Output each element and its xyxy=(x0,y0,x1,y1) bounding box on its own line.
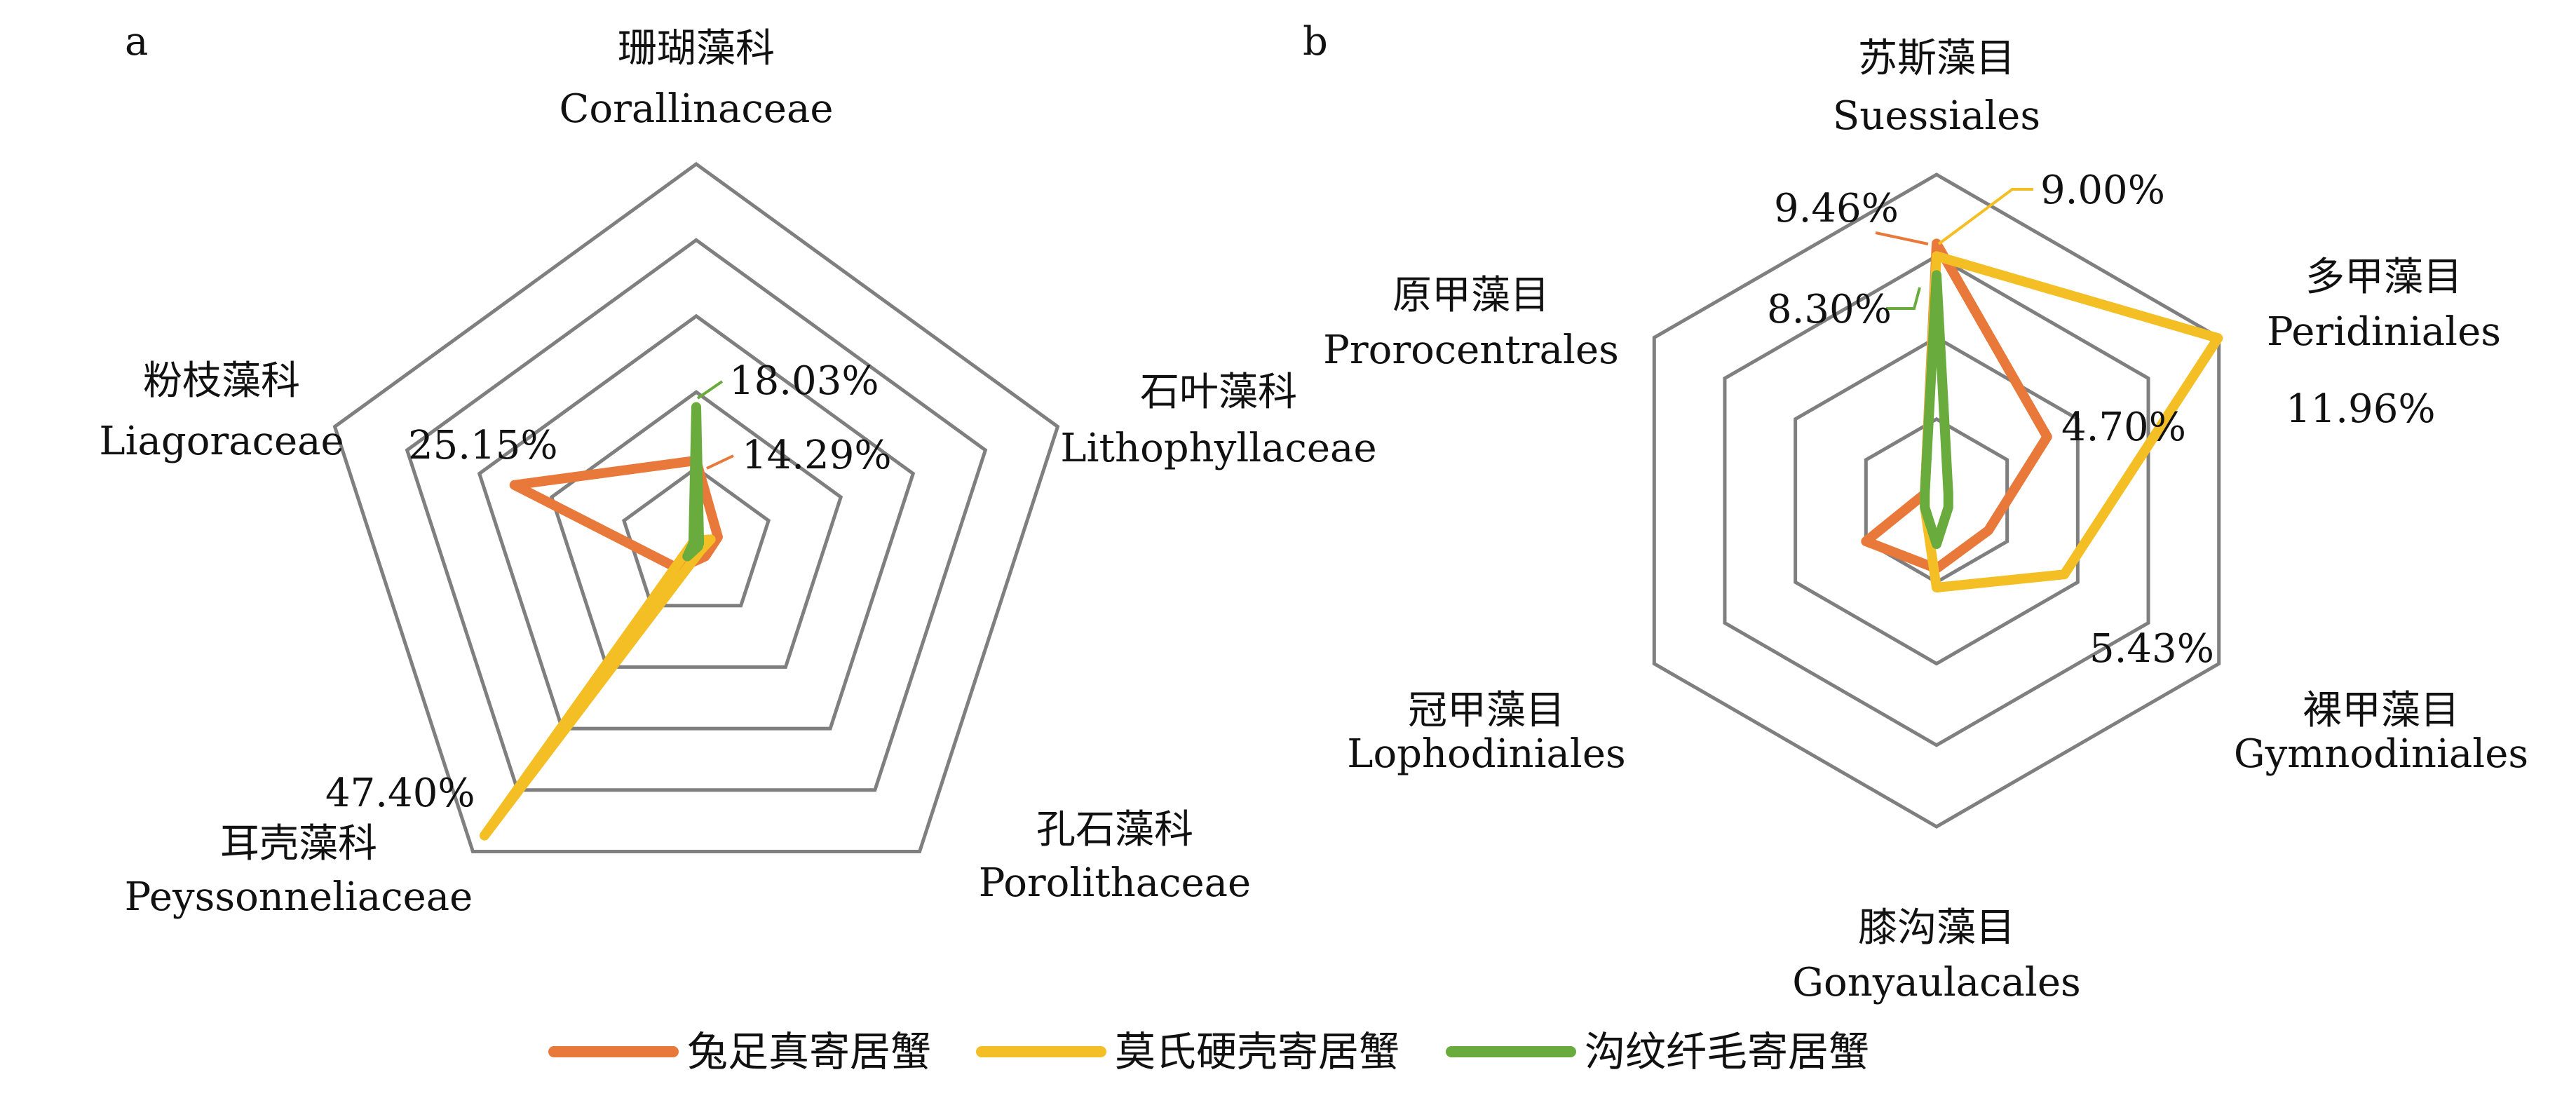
data-label-leader-a-2 xyxy=(706,454,734,470)
series-line-b-3 xyxy=(1920,270,1953,549)
grid-ring-b-2 xyxy=(1794,335,2080,666)
axis-label-en-b-1: Suessiales xyxy=(1833,93,2040,139)
axis-label-zh-b-6: 原甲藻目 xyxy=(1392,273,1550,318)
axis-label-zh-a-2: 石叶藻科 xyxy=(1140,370,1297,415)
legend-label-1: 兔足真寄居蟹 xyxy=(687,1028,931,1076)
data-label-b-1: 9.46% xyxy=(1774,186,1899,231)
axis-label-en-b-2: Peridiniales xyxy=(2267,309,2501,355)
data-label-leader-b-3 xyxy=(1886,287,1921,310)
axis-label-zh-b-5: 冠甲藻目 xyxy=(1408,688,1565,733)
axis-label-zh-a-5: 粉枝藻科 xyxy=(143,358,300,404)
axis-label-en-b-6: Prorocentrales xyxy=(1323,327,1619,373)
axis-label-zh-b-4: 膝沟藻目 xyxy=(1858,905,2015,951)
series-line-b-1 xyxy=(1861,238,2052,574)
data-label-leader-b-1 xyxy=(1875,231,1929,245)
axis-label-en-a-3: Porolithaceae xyxy=(979,860,1251,906)
axis-label-zh-b-1: 苏斯藻目 xyxy=(1858,36,2015,81)
data-label-b-3: 8.30% xyxy=(1767,287,1892,332)
axis-label-zh-a-3: 孔石藻科 xyxy=(1036,807,1193,853)
legend-label-2: 莫氏硬壳寄居蟹 xyxy=(1115,1028,1399,1076)
grid-ring-a-5 xyxy=(332,161,1060,853)
data-label-b-6: 5.43% xyxy=(2089,626,2214,672)
grid-ring-a-3 xyxy=(477,313,916,731)
axis-label-en-a-4: Peyssonneliaceae xyxy=(125,874,473,920)
axis-label-en-a-1: Corallinaceae xyxy=(560,86,834,132)
data-label-a-4: 47.40% xyxy=(325,771,475,816)
grid-ring-b-3 xyxy=(1723,254,2150,747)
data-label-a-1: 18.03% xyxy=(729,358,879,404)
series-line-a-3 xyxy=(682,402,705,562)
data-label-b-2: 9.00% xyxy=(2040,168,2165,213)
data-label-leader-b-2 xyxy=(1937,188,2033,245)
axis-label-en-b-4: Gonyaulacales xyxy=(1792,960,2080,1005)
panel-label-a: a xyxy=(125,19,148,65)
panel-label-b: b xyxy=(1303,19,1328,65)
grid-ring-a-4 xyxy=(405,238,988,792)
data-label-leader-a-1 xyxy=(696,380,724,400)
axis-label-zh-b-3: 裸甲藻目 xyxy=(2303,688,2460,733)
data-label-a-2: 14.29% xyxy=(742,433,892,478)
axis-label-en-b-3: Gymnodiniales xyxy=(2234,731,2528,777)
radar-panel-a: a 珊瑚藻科 Corallinaceae 石叶藻科 Lithophyllaceae 孔石藻… xyxy=(99,19,1376,920)
data-label-b-4: 11.96% xyxy=(2286,386,2436,432)
axis-label-zh-a-4: 耳壳藻科 xyxy=(220,821,377,867)
grid-ring-a-1 xyxy=(621,466,771,608)
axis-label-en-a-2: Lithophyllaceae xyxy=(1060,426,1376,471)
data-label-a-3: 25.15% xyxy=(408,423,558,468)
radar-panel-b: b 苏斯藻目 Suessiales 多甲藻目 Peridiniales 裸甲藻目Gymno… xyxy=(1303,19,2528,1005)
axis-label-en-a-5: Liagoraceae xyxy=(99,419,344,464)
legend-label-3: 沟纹纤毛寄居蟹 xyxy=(1585,1028,1869,1076)
axis-label-en-b-5: Lophodiniales xyxy=(1347,731,1625,777)
legend: 兔足真寄居蟹 莫氏硬壳寄居蟹 沟纹纤毛寄居蟹 xyxy=(548,1028,1869,1076)
axis-label-zh-b-2: 多甲藻目 xyxy=(2305,255,2462,300)
data-label-b-5: 4.70% xyxy=(2061,405,2186,450)
axis-label-zh-a-1: 珊瑚藻科 xyxy=(618,26,775,72)
